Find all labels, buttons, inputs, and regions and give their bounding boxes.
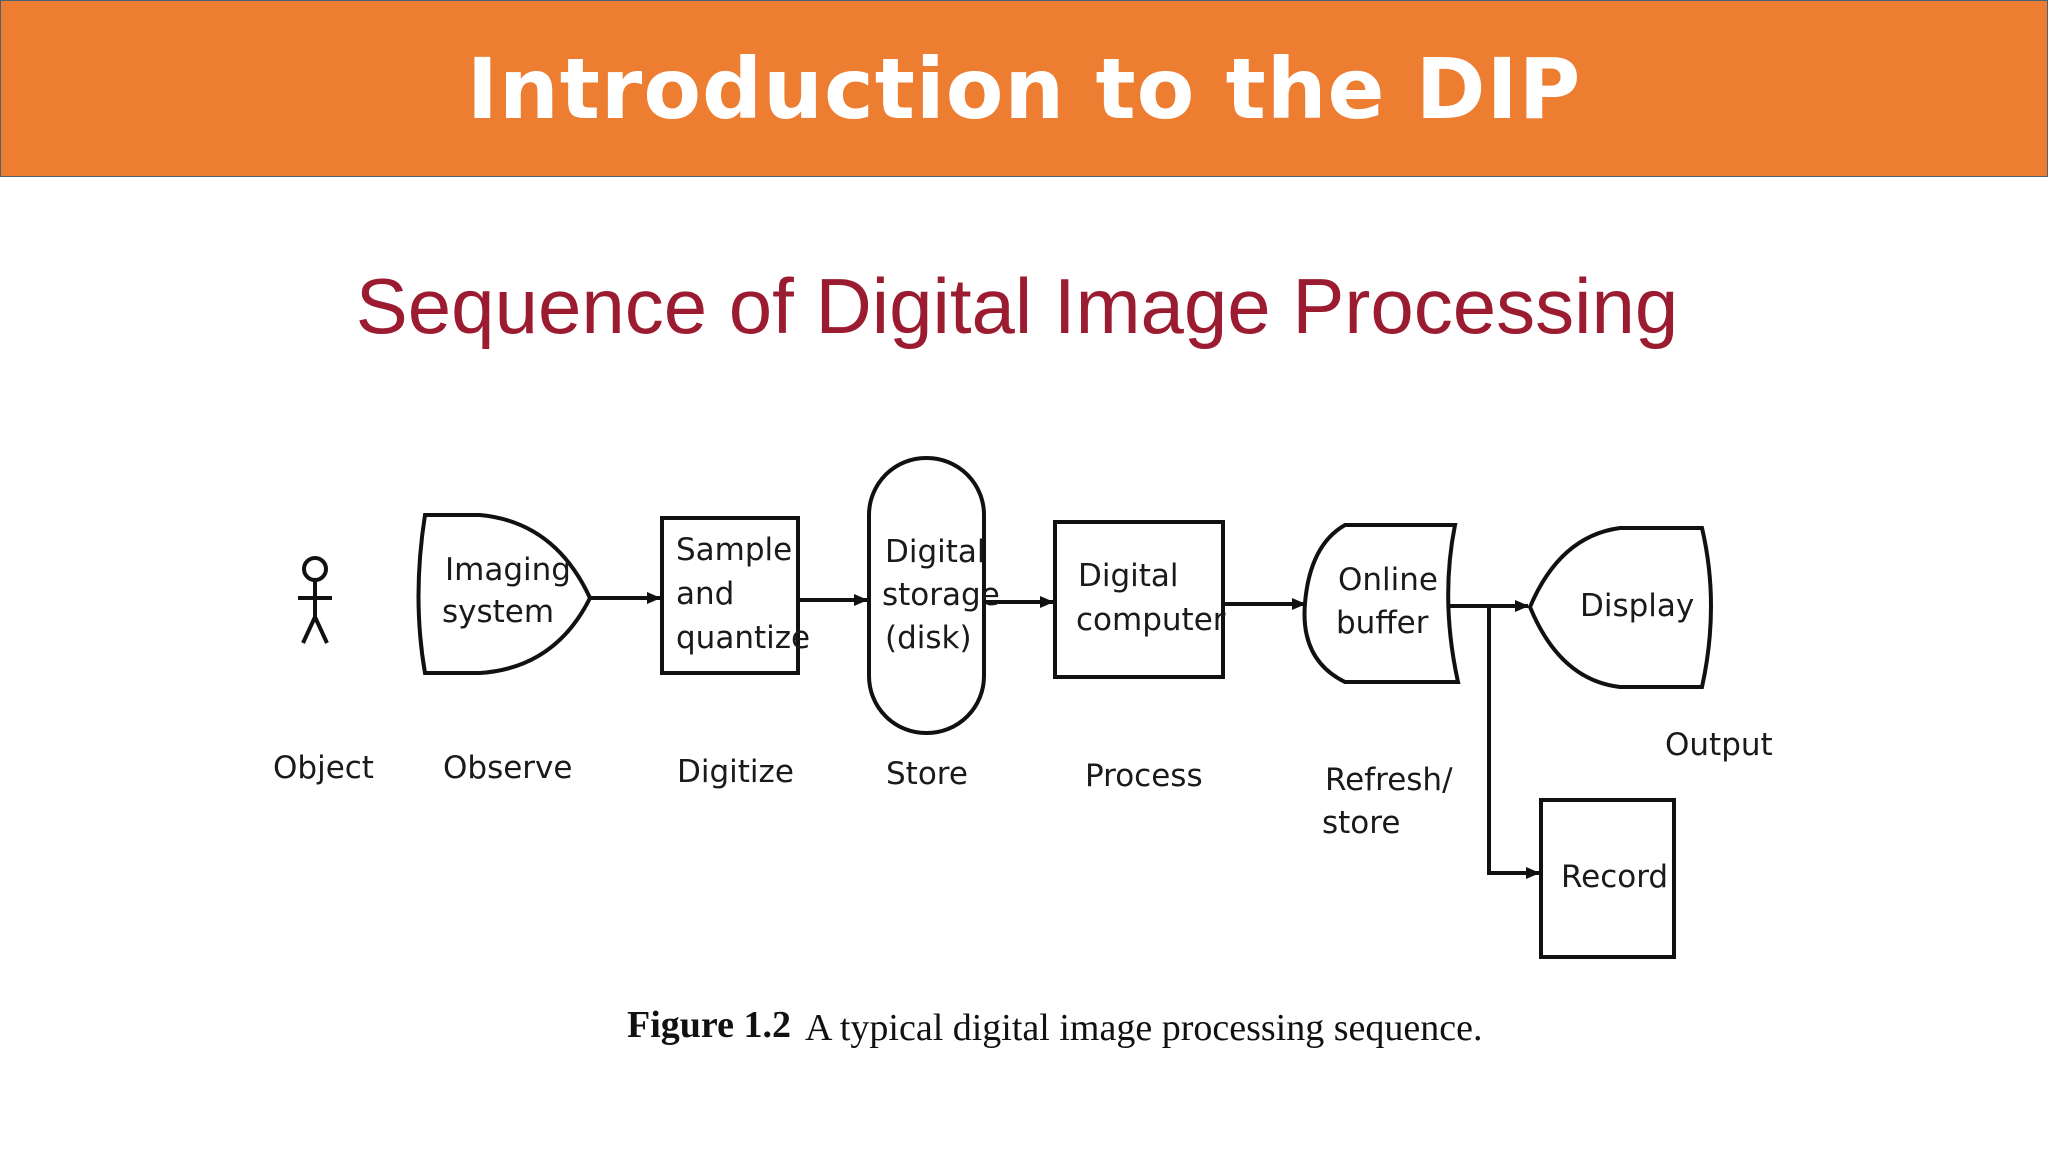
display-label: Display (1580, 588, 1694, 624)
imaging-system-label-2: system (442, 594, 554, 630)
online-buffer-node (1302, 523, 1461, 684)
sample-quantize-label-3: quantize (676, 620, 810, 656)
digital-computer-node (1053, 520, 1225, 679)
display-node (1527, 526, 1713, 689)
sample-quantize-node (660, 516, 800, 675)
stage-label-store: Store (886, 756, 968, 792)
slide-header: Introduction to the DIP (0, 0, 2048, 177)
online-buffer-label-2: buffer (1336, 605, 1429, 641)
object-figure-icon (298, 556, 332, 644)
sample-quantize-label-1: Sample (676, 532, 792, 568)
digital-computer-label-2: computer (1076, 602, 1226, 638)
record-label: Record (1561, 859, 1668, 895)
diagram-title: Sequence of Digital Image Processing (356, 262, 1678, 350)
stage-label-process: Process (1085, 758, 1203, 794)
stage-label-digitize: Digitize (677, 754, 794, 790)
imaging-system-label-1: Imaging (445, 552, 571, 588)
stage-label-observe: Observe (443, 750, 572, 786)
stage-label-object: Object (273, 750, 374, 786)
digital-storage-label-1: Digital (885, 534, 986, 570)
imaging-system-node (416, 513, 593, 675)
stage-label-refresh-1: Refresh/ (1325, 762, 1453, 798)
caption-figure-number: Figure 1.2 (627, 1004, 791, 1046)
stage-label-refresh-2: store (1322, 805, 1400, 841)
online-buffer-label-1: Online (1338, 562, 1438, 598)
slide-title: Introduction to the DIP (466, 39, 1582, 138)
digital-storage-node (867, 456, 986, 735)
digital-storage-label-3: (disk) (885, 620, 972, 656)
stage-label-output: Output (1665, 727, 1773, 763)
digital-storage-label-2: storage (882, 577, 1000, 613)
arrow-buffer-to-record (1487, 606, 1540, 879)
record-node (1539, 798, 1676, 959)
caption-text: A typical digital image processing seque… (805, 1007, 1482, 1049)
sample-quantize-label-2: and (676, 576, 734, 612)
digital-computer-label-1: Digital (1078, 558, 1179, 594)
